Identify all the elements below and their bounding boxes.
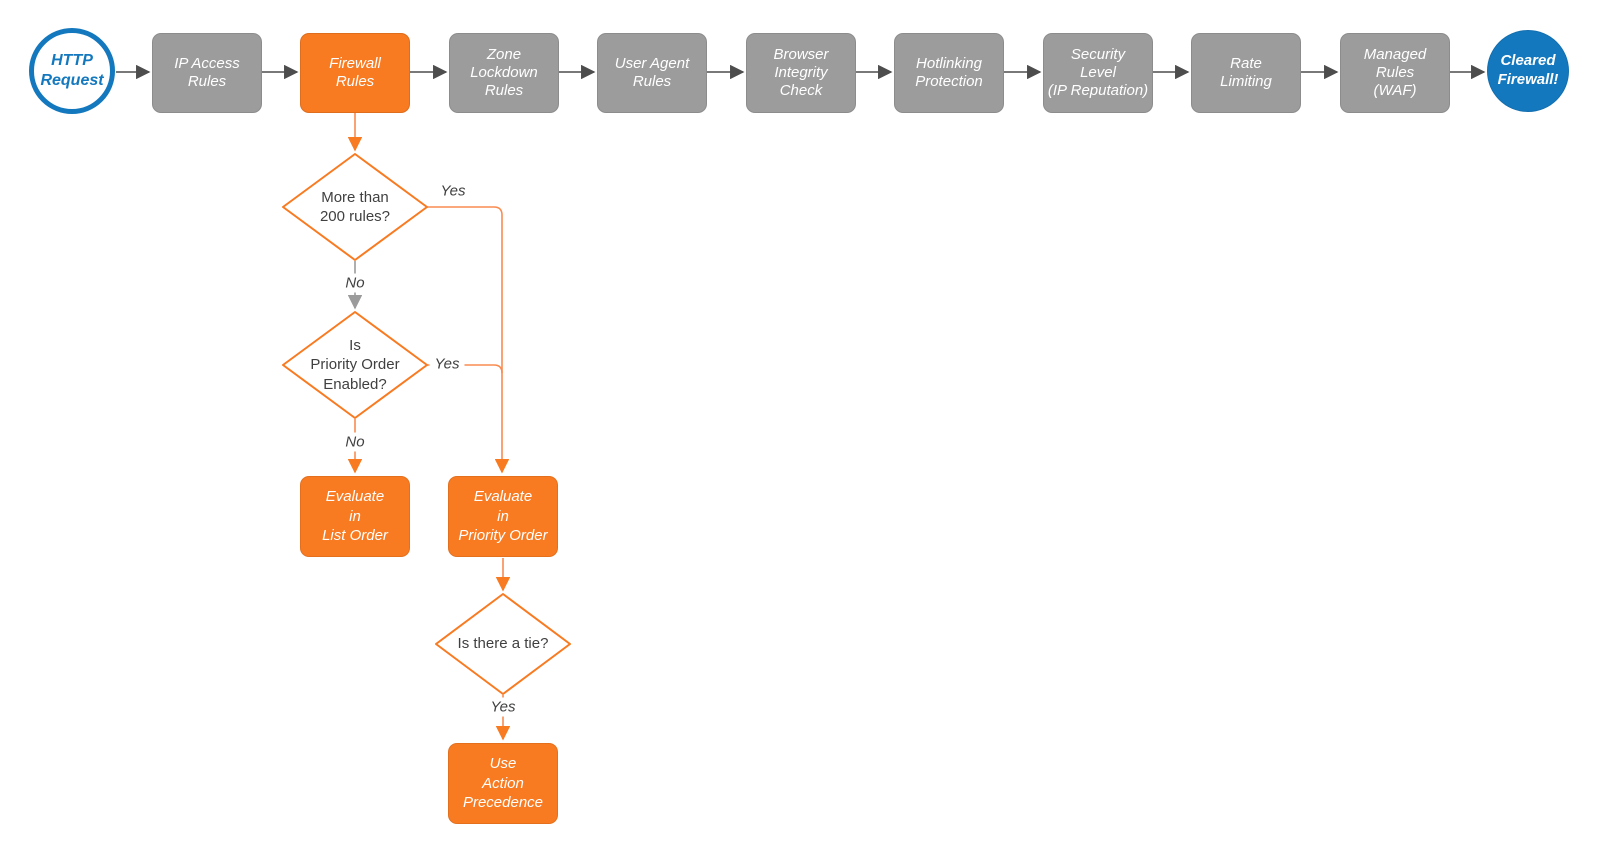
decision-more-than-200-rules: More than 200 rules? <box>319 188 391 225</box>
pipeline-step-browser-integrity-check: Browser Integrity Check <box>746 33 856 113</box>
pipeline-step-managed-rules-waf: Managed Rules (WAF) <box>1340 33 1450 113</box>
pipeline-step-security-level: Security Level (IP Reputation) <box>1043 33 1153 113</box>
pipeline-step-ip-access-rules: IP Access Rules <box>152 33 262 113</box>
edge-label-no-priority: No <box>340 432 370 452</box>
action-evaluate-in-priority-order: Evaluate in Priority Order <box>448 476 558 557</box>
edge-label-yes-tie: Yes <box>485 697 521 717</box>
edge-label-no-200-rules: No <box>340 273 370 293</box>
pipeline-step-user-agent-rules: User Agent Rules <box>597 33 707 113</box>
pipeline-step-hotlinking-protection: Hotlinking Protection <box>894 33 1004 113</box>
decision-priority-order-enabled: Is Priority Order Enabled? <box>310 337 400 393</box>
action-evaluate-in-list-order: Evaluate in List Order <box>300 476 410 557</box>
action-use-action-precedence: Use Action Precedence <box>448 743 558 824</box>
end-node-cleared-firewall: Cleared Firewall! <box>1487 30 1569 112</box>
connector-yes-to-evaluate-priority-order <box>427 206 510 474</box>
pipeline-step-zone-lockdown-rules: Zone Lockdown Rules <box>449 33 559 113</box>
pipeline-step-firewall-rules: Firewall Rules <box>300 33 410 113</box>
start-node-http-request: HTTP Request <box>29 28 115 114</box>
decision-is-there-a-tie: Is there a tie? <box>457 635 549 653</box>
edge-label-yes-priority: Yes <box>429 354 465 374</box>
pipeline-step-rate-limiting: Rate Limiting <box>1191 33 1301 113</box>
edge-label-yes-200-rules: Yes <box>435 181 471 201</box>
